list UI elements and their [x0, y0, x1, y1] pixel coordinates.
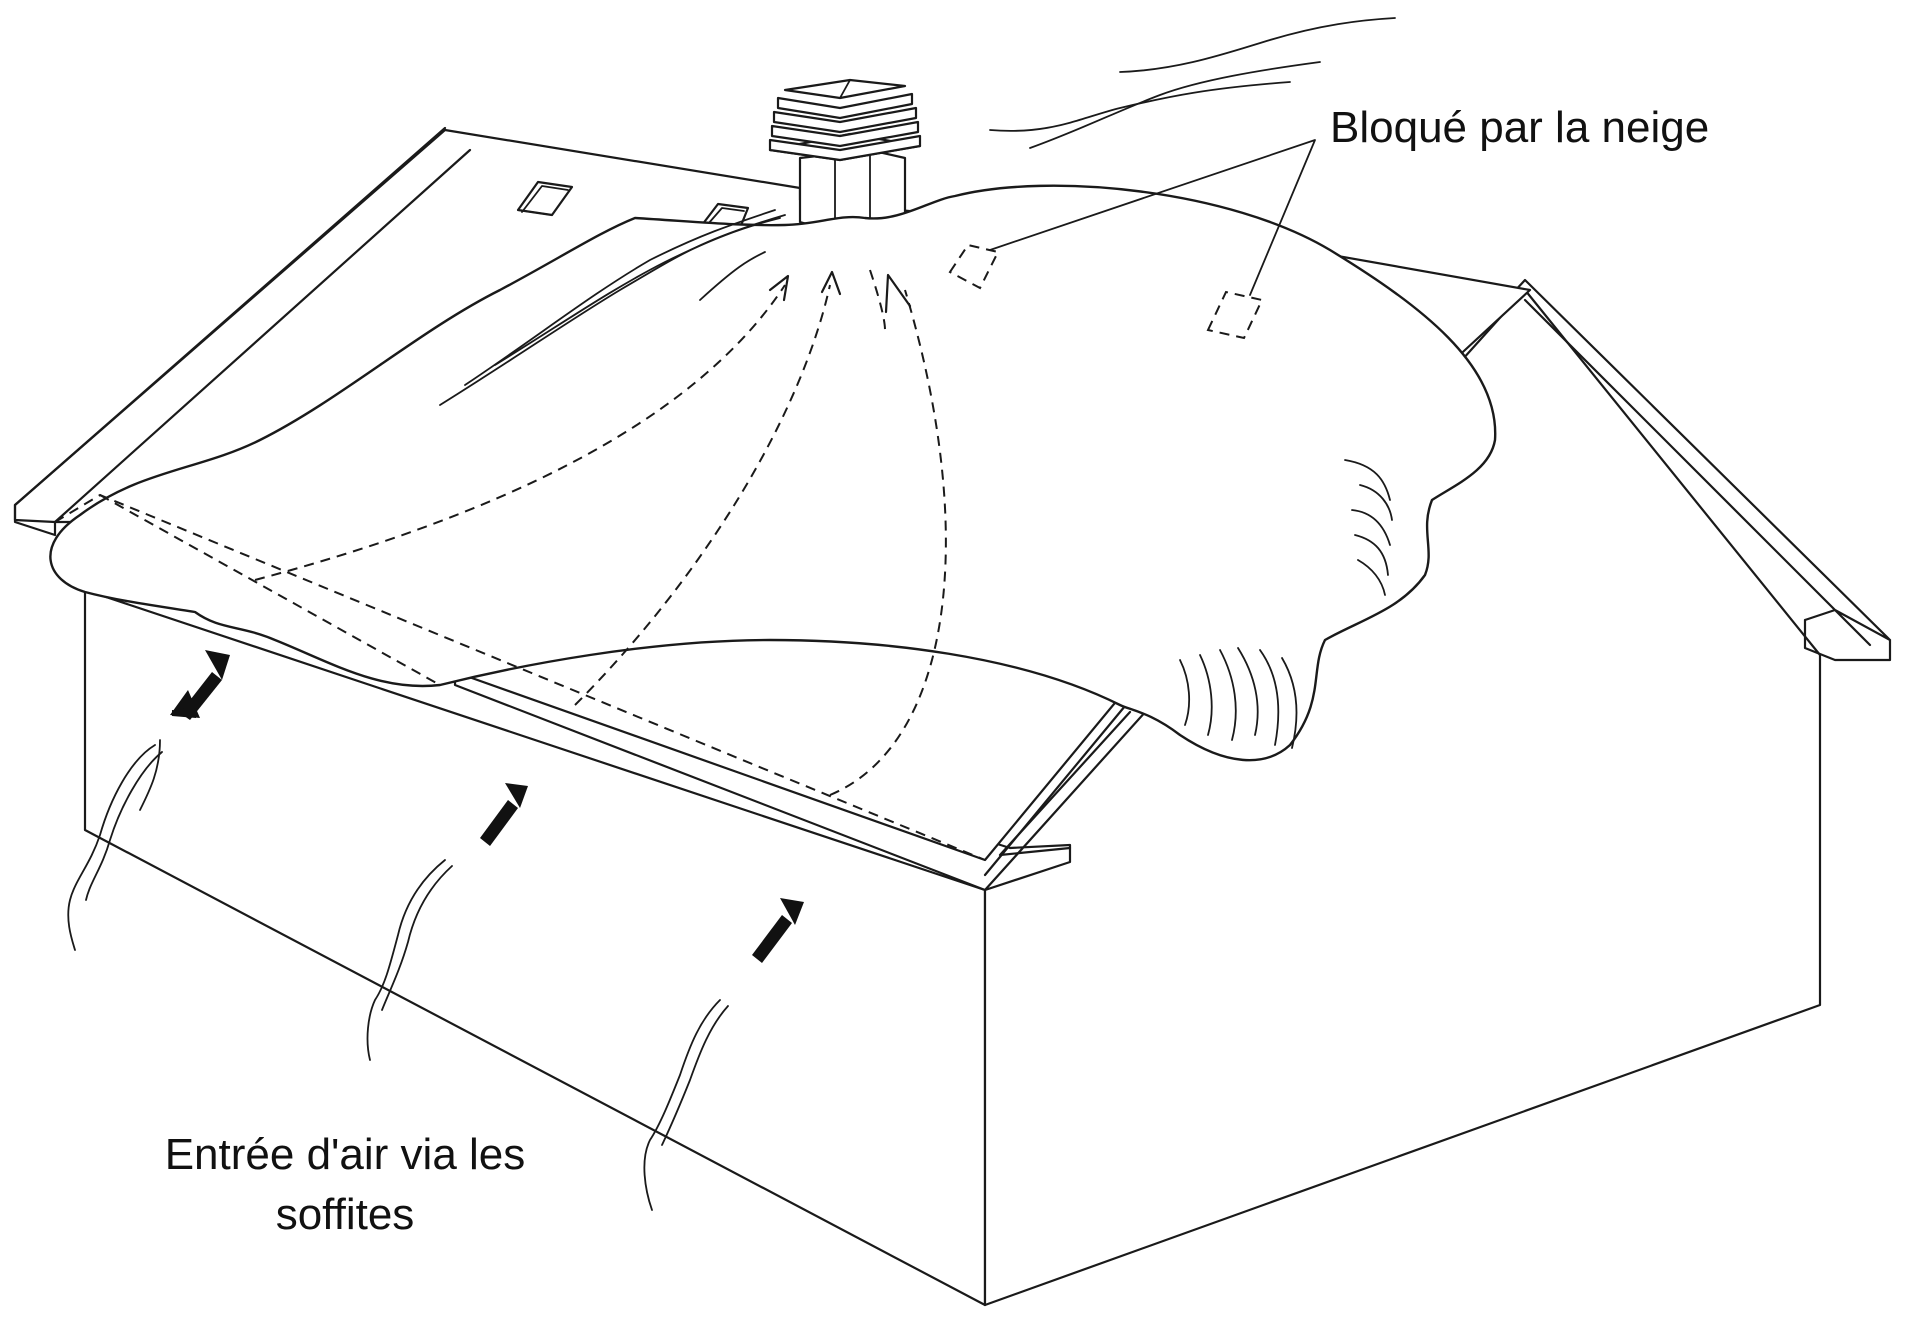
hidden-roof-lines — [54, 493, 986, 861]
blocked-by-snow-label: Bloqué par la neige — [1330, 103, 1710, 152]
eave-corner-trim — [998, 710, 1132, 857]
gable-rake-trim — [1463, 278, 1892, 662]
blocked-vents — [948, 139, 1316, 340]
snow-cover — [49, 184, 1497, 762]
attic-airflow — [254, 269, 947, 796]
snow-drift-marks — [1179, 459, 1393, 749]
bold-arrow-icon — [752, 915, 792, 963]
turbine-vent-icon — [768, 78, 922, 234]
bold-arrow-icon — [780, 898, 804, 925]
bold-arrow-icon — [505, 783, 528, 808]
bold-arrow-icon — [180, 672, 222, 720]
blocked-vent-1 — [948, 243, 1000, 290]
roof-vent-left — [516, 180, 574, 217]
snow-blanket — [49, 184, 1497, 762]
house-walls — [83, 278, 1892, 1307]
bold-arrow-icon — [480, 800, 518, 846]
airflow-arrowhead-3 — [884, 273, 912, 314]
airflow-arrowhead-2 — [820, 270, 842, 296]
soffit-intake-label: Entrée d'air via les soffites — [164, 1130, 526, 1239]
airflow-arrowhead-1 — [768, 274, 790, 302]
left-rake-board — [13, 126, 472, 537]
bold-arrow-icon — [205, 650, 230, 680]
exhaust-wind-lines — [439, 17, 1396, 406]
soffit-intake-air — [67, 650, 804, 1211]
blocked-leader-lines — [989, 139, 1316, 296]
